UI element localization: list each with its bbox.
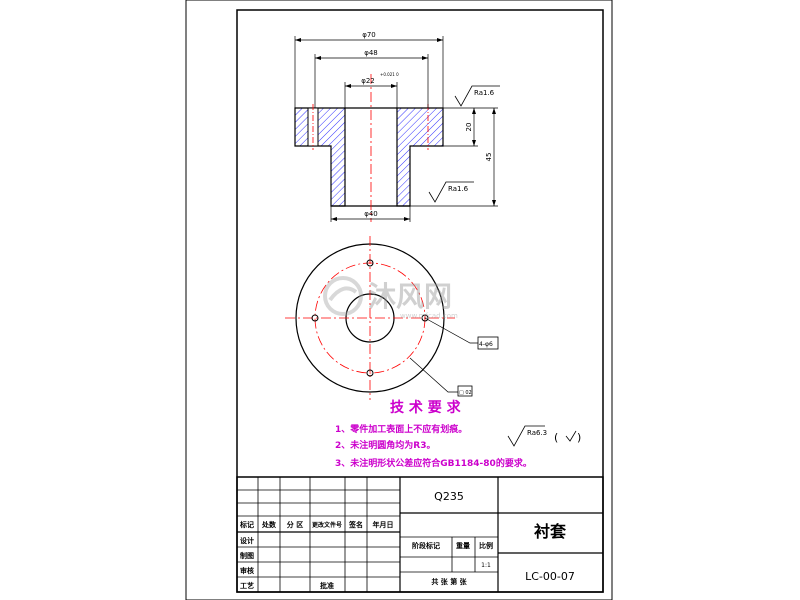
roughness-top-label: Ra1.6 <box>474 89 495 97</box>
general-roughness-paren-open: ( <box>554 431 558 444</box>
role-review: 审核 <box>240 566 254 575</box>
role-process: 工艺 <box>240 581 254 590</box>
plan-view: 4-φ6 □ 02 <box>285 236 499 400</box>
dim-hub-dia: φ40 <box>364 210 378 218</box>
dim-outer-dia: φ70 <box>362 31 376 39</box>
general-roughness-label: Ra6.3 <box>527 429 547 437</box>
roughness-mid-label: Ra1.6 <box>448 185 469 193</box>
general-roughness-symbol <box>507 425 577 447</box>
title-block <box>236 476 604 593</box>
approve-label: 批准 <box>320 581 334 590</box>
watermark-logo <box>323 276 363 316</box>
requirement-item-1: 1、零件加工表面上不应有划痕。 <box>335 423 467 435</box>
stage-mark-label: 阶段标记 <box>412 541 440 550</box>
outer-frame <box>185 0 613 600</box>
material-label: Q235 <box>434 490 464 503</box>
dim-bore-tolerance: +0.021 0 <box>380 72 399 77</box>
gdt-surface-label: □ 02 <box>459 390 472 396</box>
sheets-label: 共 张 第 张 <box>431 577 467 586</box>
dim-bore-dia: φ22 <box>361 77 375 85</box>
role-drafting: 制图 <box>240 551 254 560</box>
header-zone: 分 区 <box>287 520 303 529</box>
part-name: 衬套 <box>534 522 567 541</box>
dim-total-height: 45 <box>485 153 493 162</box>
watermark-url: www.mfcad.com <box>400 312 458 320</box>
weight-label: 重量 <box>456 541 470 550</box>
scale-label: 比例 <box>479 541 493 550</box>
section-view: φ70 φ48 φ22 +0.021 0 φ40 20 45 Ra1.6 Ra1… <box>294 31 500 222</box>
role-design: 设计 <box>240 536 254 545</box>
gdt-frame-position <box>477 336 499 350</box>
general-roughness-paren-close: ) <box>577 431 581 444</box>
header-signature: 签名 <box>348 520 363 529</box>
dim-mid-dia: φ48 <box>364 49 378 57</box>
part-code: LC-00-07 <box>525 570 575 583</box>
requirement-item-3: 3、未注明形状公差应符合GB1184-80的要求。 <box>335 457 532 469</box>
section-right-hatch <box>396 107 444 207</box>
roughness-symbol-top <box>454 85 500 107</box>
watermark-text: 沐风网 <box>368 280 452 313</box>
technical-requirements: 技 术 要 求 1、零件加工表面上不应有划痕。 2、未注明圆角均为R3。 3、未… <box>335 399 581 469</box>
bolt-hole-top <box>366 259 374 267</box>
section-left-hatch <box>294 107 346 207</box>
requirement-item-2: 2、未注明圆角均为R3。 <box>335 439 435 451</box>
bolt-hole-bottom <box>366 369 374 377</box>
bolt-hole-left <box>311 314 319 322</box>
gdt-frame-surface <box>457 385 473 397</box>
header-date: 年月日 <box>373 520 394 529</box>
header-change-doc: 更改文件号 <box>312 521 342 529</box>
dim-flange-height: 20 <box>465 123 473 132</box>
roughness-symbol-mid <box>428 181 474 203</box>
bolt-hole-right <box>421 314 429 322</box>
watermark: 沐风网 www.mfcad.com <box>323 276 458 320</box>
gdt-position-label: 4-φ6 <box>479 341 493 348</box>
header-mark: 标记 <box>239 520 254 529</box>
requirements-title: 技 术 要 求 <box>390 399 462 416</box>
scale-value: 1:1 <box>481 562 491 569</box>
header-count: 处数 <box>261 520 277 529</box>
